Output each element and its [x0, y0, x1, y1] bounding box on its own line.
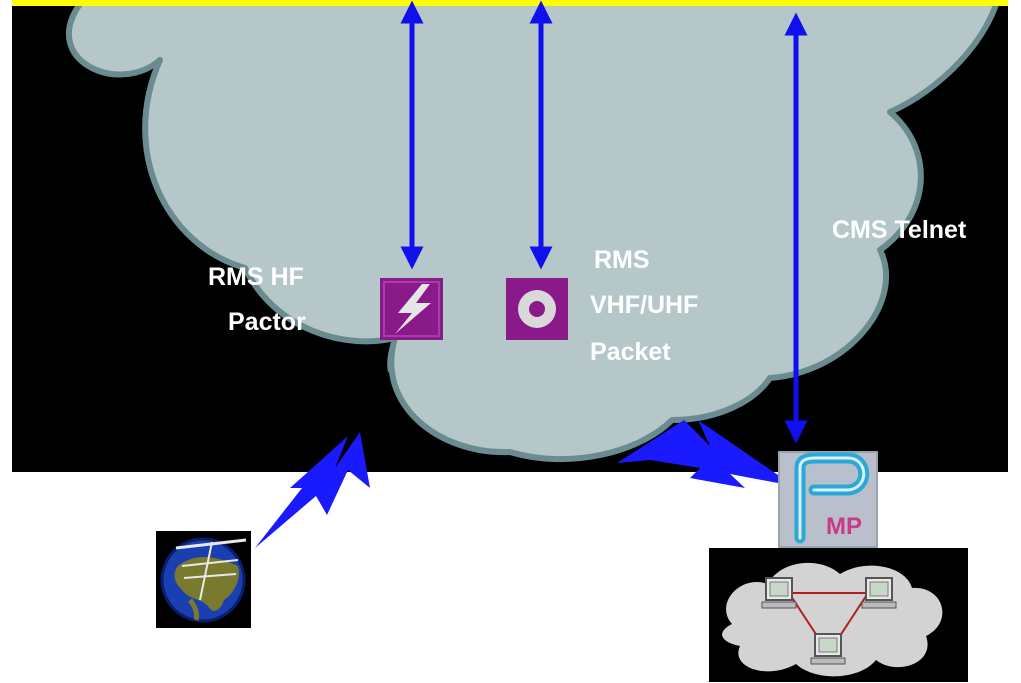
- rms-hf-label-line1: RMS HF: [208, 263, 304, 291]
- cms-telnet-label: CMS Telnet: [832, 216, 967, 244]
- svg-text:MP: MP: [826, 513, 862, 540]
- rms-vhf-label-line3: Packet: [590, 338, 671, 366]
- lightning-bolt-icon: [380, 278, 443, 340]
- globe-antenna-icon: [156, 531, 251, 628]
- computer-icon: [861, 577, 897, 609]
- computer-icon: [761, 577, 797, 609]
- rms-hf-label-line2: Pactor: [228, 308, 306, 336]
- station-radio-link: [255, 432, 370, 548]
- computer-network-icon: [709, 548, 968, 682]
- paclink-radio-link: [617, 420, 794, 488]
- rms-vhf-label-line2: VHF/UHF: [590, 291, 698, 319]
- rms-vhf-label-line1: RMS: [594, 246, 650, 274]
- paclink-p-icon: MP: [778, 451, 878, 548]
- top-bar: [12, 0, 1008, 6]
- computer-icon: [810, 633, 846, 665]
- packet-ring-icon: [506, 278, 568, 340]
